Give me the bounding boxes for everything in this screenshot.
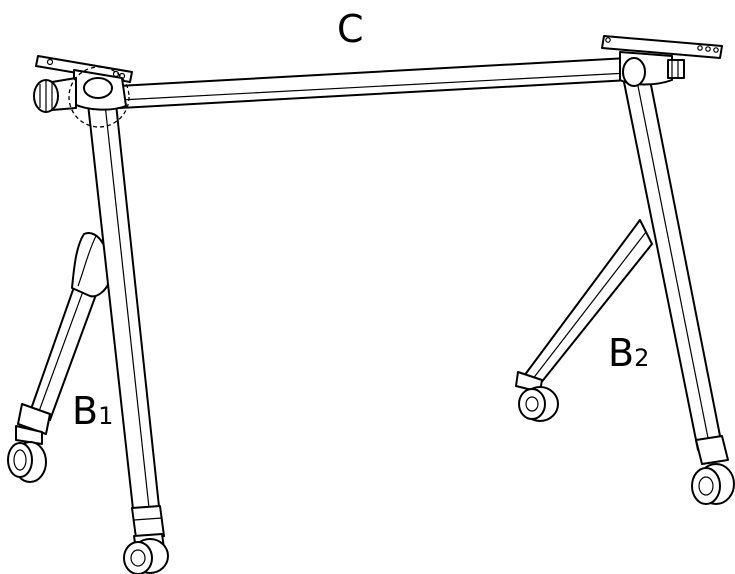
leg-b1-label: B1 — [72, 389, 113, 433]
leg-b1-arm-caster — [7, 425, 47, 483]
leg-b2-foot-caster — [691, 463, 735, 505]
leg-b1-foot-caster — [123, 533, 169, 574]
leg-b2-label-main: B — [608, 331, 634, 375]
crossbar-label: C — [337, 7, 364, 51]
leg-b1-assembly — [7, 55, 169, 574]
leg-b2-label: B2 — [608, 331, 649, 375]
leg-b2-tube — [623, 79, 729, 465]
leg-b1-tube — [87, 103, 165, 539]
leg-b2-assembly — [515, 35, 735, 505]
leg-b2-arm-caster — [518, 386, 559, 422]
leg-b1-top-bracket — [35, 55, 133, 111]
leg-b2-label-sub: 2 — [634, 344, 649, 372]
leg-b1-knob — [33, 77, 77, 113]
leg-b1-support-arm — [17, 232, 112, 435]
crossbar-c — [117, 57, 631, 109]
leg-b1-label-sub: 1 — [98, 402, 113, 430]
leg-b2-top-bracket — [601, 35, 723, 87]
leg-b1-label-main: B — [72, 389, 98, 433]
detail-callout-circle — [68, 66, 130, 128]
